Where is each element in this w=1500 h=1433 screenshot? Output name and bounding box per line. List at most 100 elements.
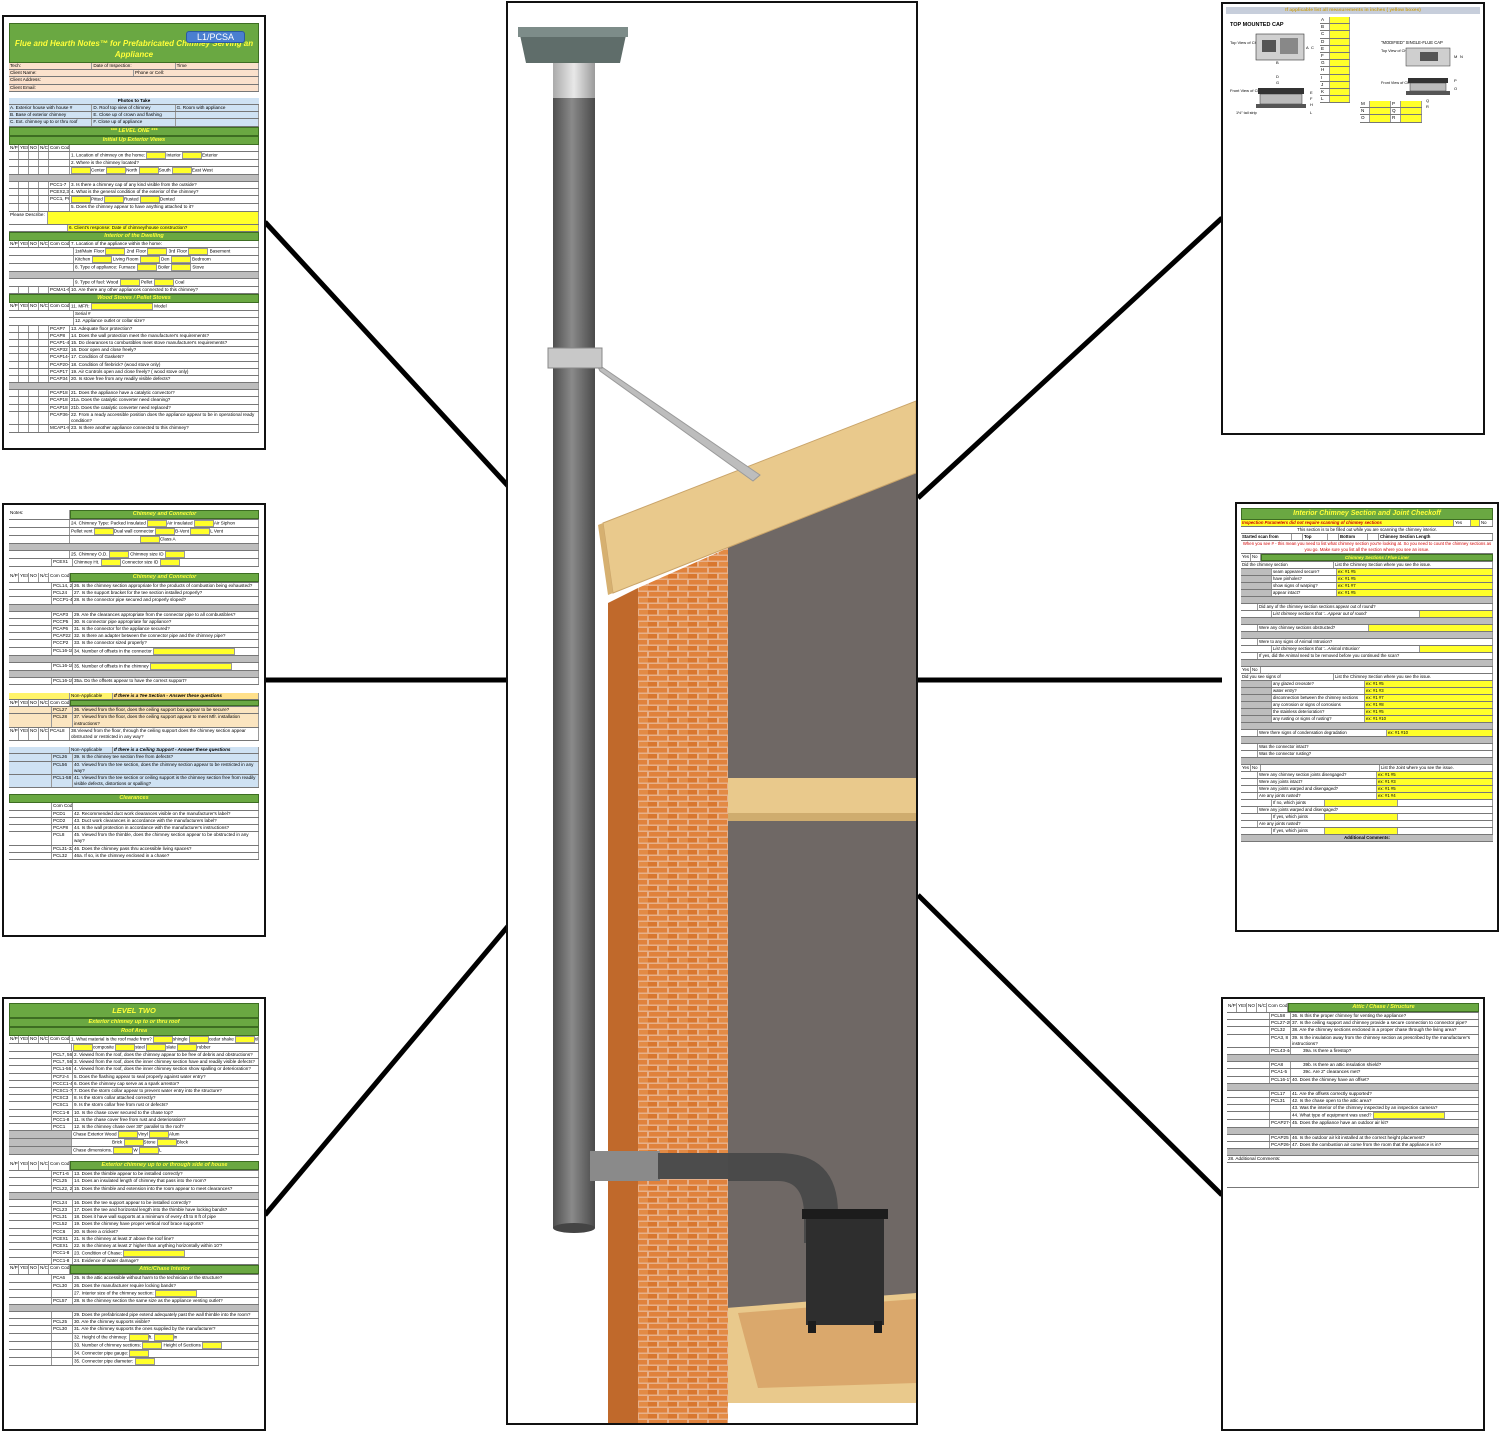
checkbox[interactable] (117, 1131, 138, 1139)
checkbox[interactable] (138, 167, 159, 175)
input[interactable] (1325, 800, 1398, 807)
equipment-input[interactable] (1372, 1112, 1445, 1120)
checkbox[interactable] (171, 167, 192, 175)
checkbox[interactable] (171, 264, 192, 272)
mfr-field[interactable] (90, 303, 153, 311)
checkbox[interactable] (115, 1044, 136, 1051)
checkbox[interactable] (93, 528, 114, 535)
field-client-name[interactable]: Client Name: (9, 70, 134, 77)
measure-input[interactable] (1330, 96, 1350, 103)
checkbox[interactable] (152, 1036, 173, 1043)
field-tech[interactable]: Tech: (9, 63, 93, 70)
form-text: PCAP34 (49, 376, 70, 383)
measure-input[interactable] (1401, 101, 1422, 108)
wall-support-band (547, 347, 603, 369)
checkbox[interactable] (153, 279, 174, 287)
input[interactable] (1420, 611, 1493, 618)
checkbox[interactable] (177, 1044, 198, 1051)
measure-input[interactable] (1370, 108, 1391, 115)
field-time[interactable]: Time (176, 63, 259, 70)
checkbox[interactable] (149, 1131, 170, 1139)
checkbox[interactable] (235, 1036, 256, 1043)
photo-item: C. Ext. chimney up to or thru roof (9, 119, 93, 126)
checkbox[interactable] (119, 279, 140, 287)
input[interactable] (153, 647, 236, 655)
measure-input[interactable] (1370, 115, 1391, 122)
checkbox[interactable] (181, 151, 202, 159)
input[interactable] (202, 1341, 223, 1349)
additional-comments[interactable]: 28. Additional Comments: (1227, 1156, 1479, 1163)
checkbox[interactable] (147, 520, 168, 527)
input[interactable] (108, 551, 129, 558)
input[interactable] (153, 1333, 174, 1341)
measure-input[interactable] (1370, 101, 1391, 108)
form-text: 33. Number of chimney sections: (74, 1342, 141, 1348)
input[interactable] (100, 559, 121, 566)
checkbox[interactable] (123, 1139, 144, 1147)
input[interactable] (142, 1341, 163, 1349)
measure-input[interactable] (1330, 31, 1350, 38)
form-text: 38.Viewed from the floor, through the ce… (70, 727, 259, 741)
checkbox[interactable] (155, 528, 176, 535)
checkbox[interactable] (190, 528, 211, 535)
measure-input[interactable] (1401, 108, 1422, 115)
input[interactable] (1325, 828, 1398, 835)
input[interactable] (164, 551, 185, 558)
field-address[interactable]: Client Address: (9, 77, 259, 84)
checkbox[interactable] (106, 167, 127, 175)
form-text: N/C (40, 144, 49, 151)
form-text: 35a. Do the offsets appear to have the c… (73, 677, 259, 684)
checkbox[interactable] (139, 256, 160, 264)
checkbox[interactable] (146, 151, 167, 159)
checkbox[interactable] (91, 256, 112, 264)
input[interactable] (123, 1250, 186, 1258)
measure-input[interactable] (1330, 17, 1350, 24)
input[interactable] (150, 662, 233, 670)
field-phone[interactable]: Phone or Cell: (134, 70, 259, 77)
input[interactable] (154, 1289, 197, 1297)
checkbox[interactable] (136, 264, 157, 272)
input[interactable] (113, 1147, 134, 1155)
checkbox[interactable] (146, 1044, 167, 1051)
checkbox[interactable] (147, 248, 168, 256)
describe-field[interactable] (48, 211, 259, 224)
checkbox[interactable] (156, 1139, 177, 1147)
input[interactable] (1369, 625, 1493, 632)
form-text: 8. Type of appliance: (75, 264, 118, 270)
checkbox[interactable] (188, 1036, 209, 1043)
input[interactable] (134, 1357, 155, 1365)
checkbox[interactable] (71, 167, 91, 175)
measure-input[interactable] (1330, 45, 1350, 53)
field-email[interactable]: Client Email: (9, 84, 259, 91)
form-text: Exterior chimney up to or through side o… (70, 1161, 259, 1171)
checkbox[interactable] (139, 196, 160, 204)
measure-input[interactable] (1330, 81, 1350, 89)
checkbox[interactable] (104, 196, 125, 204)
checkbox[interactable] (170, 256, 191, 264)
input[interactable] (138, 1147, 159, 1155)
checkbox[interactable] (105, 248, 126, 256)
input[interactable] (128, 1333, 149, 1341)
measure-input[interactable] (1330, 38, 1350, 45)
field-date[interactable]: Date of Inspection: (92, 63, 176, 70)
input[interactable] (1325, 814, 1398, 821)
measure-input[interactable] (1330, 53, 1350, 60)
form-text: Com Code (1267, 1003, 1288, 1012)
checkbox[interactable] (188, 248, 209, 256)
measure-input[interactable] (1330, 74, 1350, 81)
measure-input[interactable] (1330, 67, 1350, 74)
checkbox[interactable] (140, 536, 160, 543)
input[interactable] (159, 559, 180, 566)
checkbox[interactable] (71, 196, 91, 204)
form-text: If there is a Tee Section - Answer these… (113, 692, 259, 700)
measure-input[interactable] (1401, 115, 1422, 122)
checkbox[interactable] (73, 1044, 93, 1051)
measure-input[interactable] (1330, 89, 1350, 96)
input[interactable] (1420, 646, 1493, 653)
form-text: List chimney sections that '...Appear ou… (1272, 611, 1420, 618)
measure-input[interactable] (1330, 60, 1350, 67)
construction-date-field[interactable]: 6. Client's response: Date of chimney/ho… (68, 224, 259, 231)
checkbox[interactable] (193, 520, 214, 527)
measure-input[interactable] (1330, 24, 1350, 31)
input[interactable] (129, 1349, 150, 1357)
